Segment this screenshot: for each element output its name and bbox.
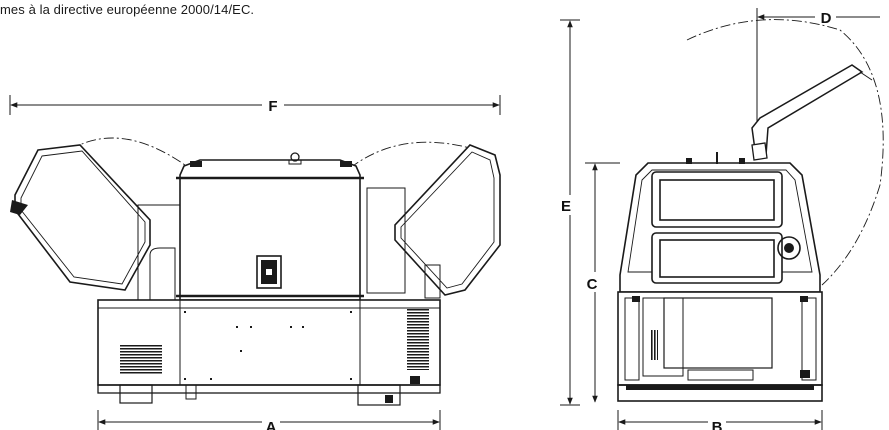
side-base (617, 291, 823, 402)
dimension-label-b: B (712, 419, 723, 430)
front-view: F (9, 95, 501, 430)
dimension-f (9, 95, 501, 115)
dimension-label-d: D (821, 10, 832, 27)
door-latch (256, 255, 282, 289)
dimension-c (585, 162, 620, 403)
right-door (394, 144, 501, 296)
dimension-a (97, 410, 441, 430)
main-enclosure (176, 152, 364, 301)
base-frame (97, 299, 441, 406)
side-view: D E C (560, 8, 884, 430)
dimension-label-a: A (266, 419, 277, 430)
side-enclosure (619, 152, 821, 293)
dimension-b (617, 410, 823, 430)
dimension-e (560, 19, 580, 406)
caption-text: mes à la directive européenne 2000/14/EC… (0, 2, 255, 17)
dimension-label-c: C (587, 276, 598, 293)
dimension-label-f: F (268, 98, 277, 115)
raised-door-arm (751, 64, 873, 161)
dimension-label-e: E (561, 198, 571, 215)
left-door (10, 144, 151, 291)
